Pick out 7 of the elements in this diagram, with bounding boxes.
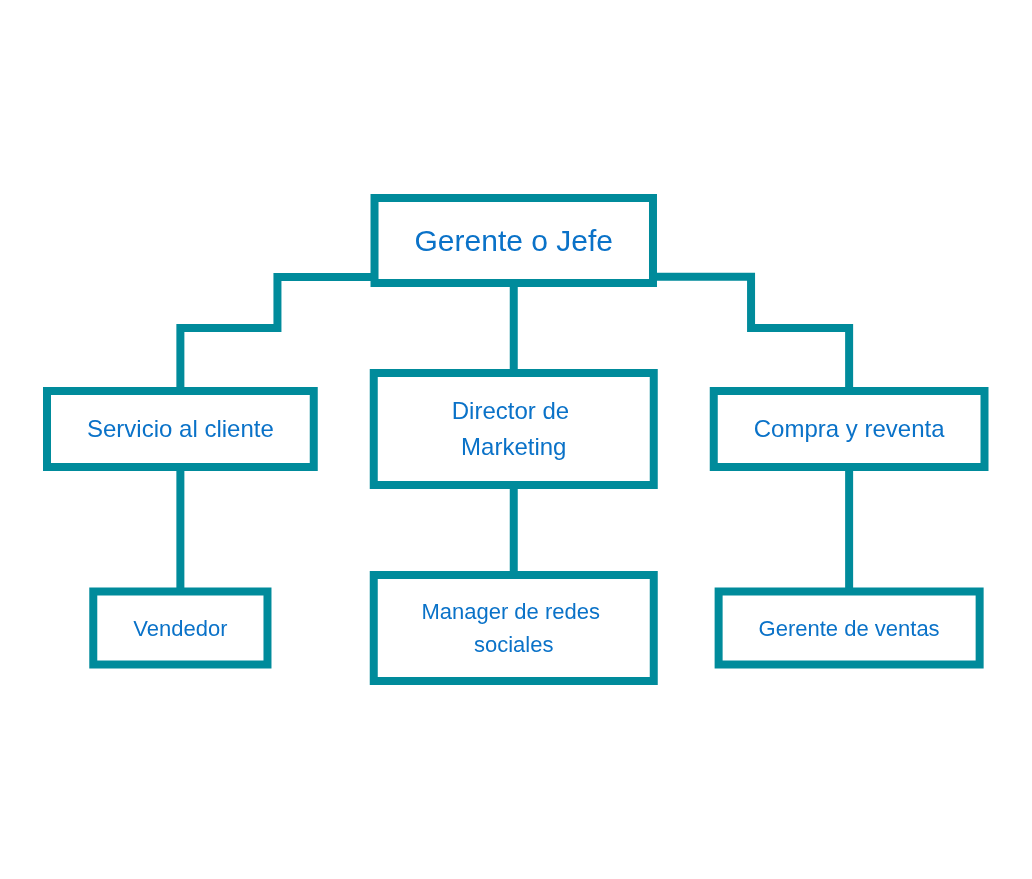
node-box: Manager de redes sociales — [370, 571, 658, 685]
node-box: Compra y reventa — [710, 387, 989, 471]
node-box: Gerente o Jefe — [370, 194, 658, 287]
node-box: Gerente de ventas — [714, 587, 984, 669]
node-box: Director de Marketing — [370, 369, 658, 489]
node-box: Vendedor — [89, 587, 272, 669]
node-box: Servicio al cliente — [43, 387, 318, 471]
